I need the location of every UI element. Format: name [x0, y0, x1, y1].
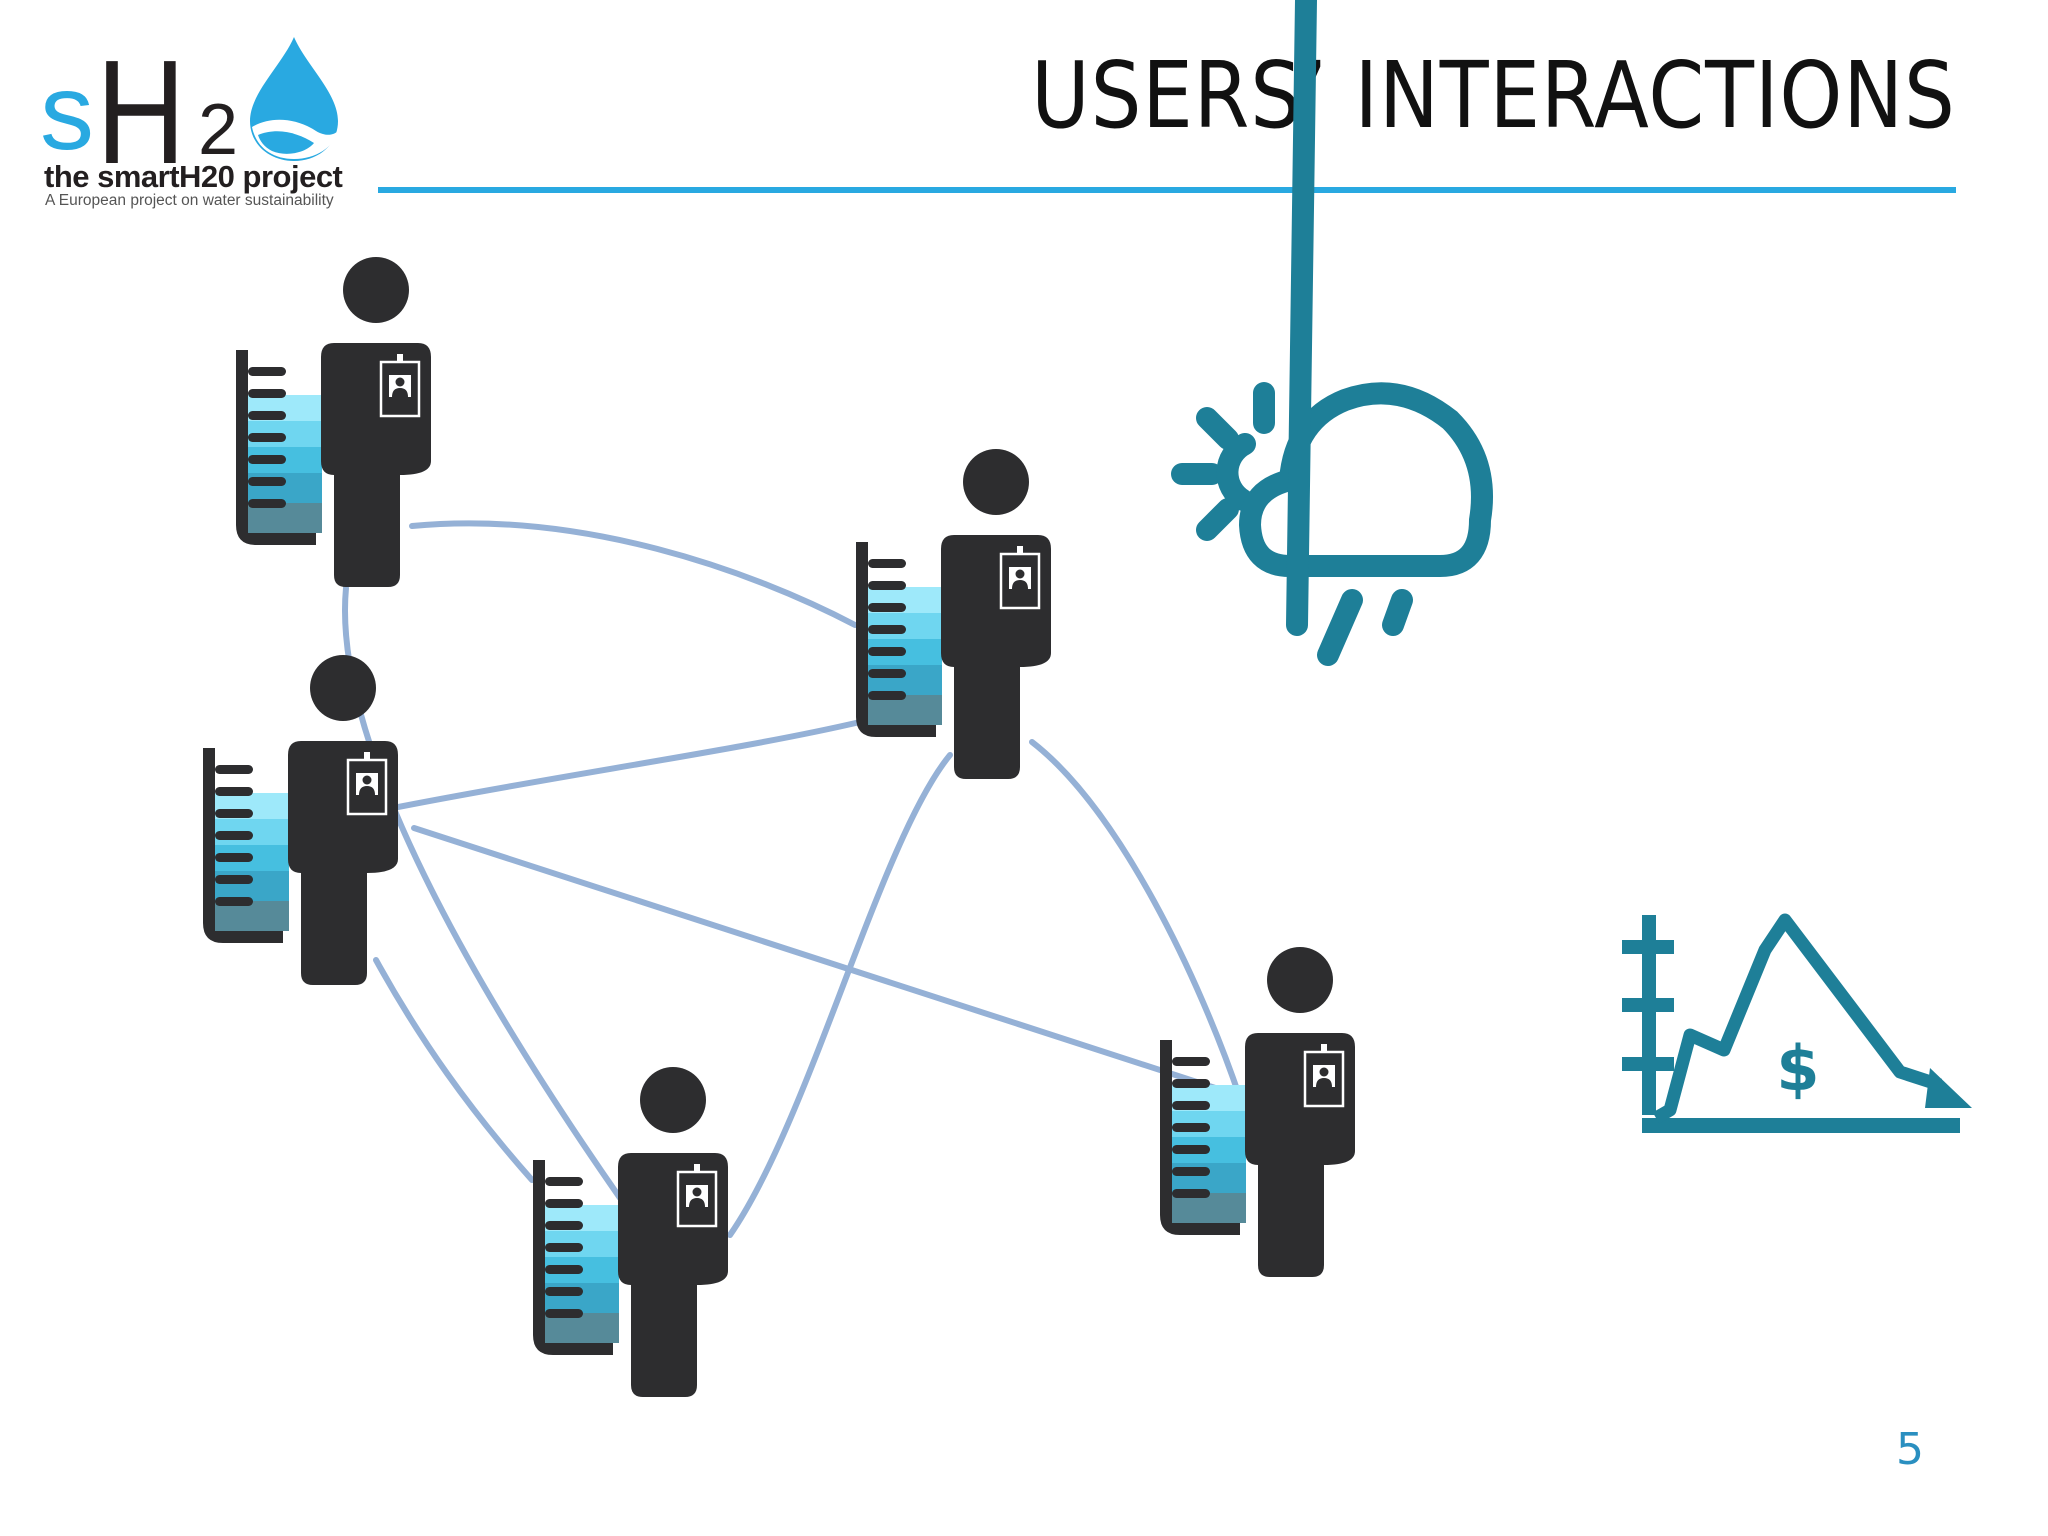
connection-lines — [342, 520, 1243, 1238]
sun-cloud-rain-icon — [1171, 0, 1493, 666]
price-symbol: $ — [1776, 1032, 1819, 1105]
title-underline — [378, 187, 1956, 193]
link-center-right — [1029, 739, 1243, 1101]
user-right-icon — [1158, 945, 1357, 1279]
logo-wordmark: s H 2 — [40, 35, 340, 187]
logo-letter-s: s — [40, 51, 94, 172]
link-middle-left-bottom — [373, 957, 535, 1183]
link-top-left-center — [409, 520, 858, 628]
page-number: 5 — [1896, 1424, 1924, 1475]
water-drop-icon — [250, 37, 338, 161]
price-chart-icon: $ — [1622, 913, 1972, 1133]
link-middle-left-center — [390, 719, 863, 811]
logo-tagline: A European project on water sustainabili… — [45, 192, 334, 209]
smarth2o-logo: s H 2 the smartH20 project A European pr… — [40, 35, 360, 215]
link-middle-left-right — [411, 825, 1243, 1099]
logo-project-name: the smartH20 project — [44, 159, 343, 194]
user-middle-left-icon — [201, 653, 400, 987]
link-center-bottom — [727, 752, 953, 1238]
logo-letter-h: H — [96, 30, 186, 195]
slide-title: USERS’ INTERACTIONS — [1031, 42, 1956, 149]
logo-subscript-2: 2 — [198, 90, 239, 170]
user-center-icon — [854, 447, 1053, 781]
user-top-left-icon — [234, 255, 433, 589]
link-top-left-bottom — [342, 585, 623, 1201]
